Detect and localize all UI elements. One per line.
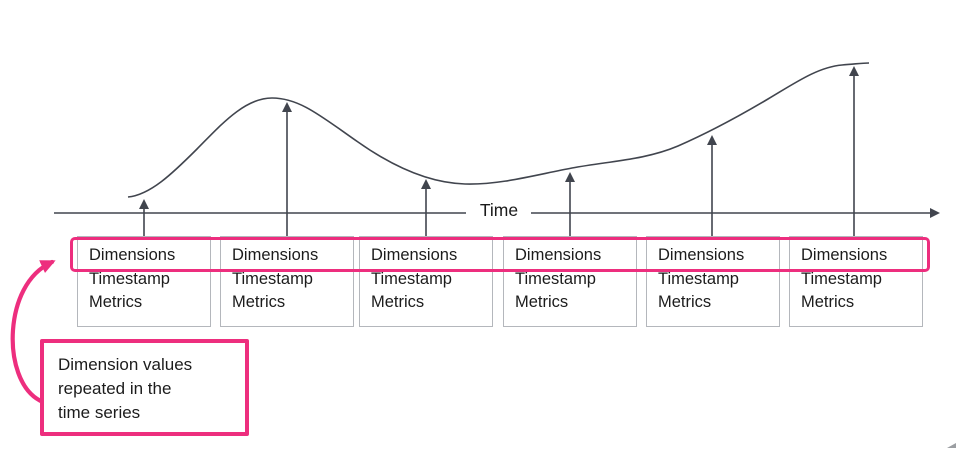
time-axis-label: Time [479, 200, 519, 220]
callout-line: Dimension values [58, 355, 193, 374]
record-field-metrics: Metrics [658, 293, 712, 311]
time-series-curve [127, 62, 870, 198]
record-field-dimensions: Dimensions [232, 246, 319, 264]
record-field-dimensions: Dimensions [658, 246, 745, 264]
record-field-dimensions: Dimensions [89, 246, 176, 264]
record-field-dimensions: Dimensions [515, 246, 602, 264]
record-card: Dimensions Timestamp Metrics [646, 236, 780, 327]
record-card: Dimensions Timestamp Metrics [220, 236, 354, 327]
callout-box: Dimension values repeated in the time se… [40, 339, 249, 436]
record-field-timestamp: Timestamp [658, 269, 739, 288]
record-card: Dimensions Timestamp Metrics [359, 236, 493, 327]
bottom-right-artifact [947, 443, 956, 448]
record-field-dimensions: Dimensions [371, 246, 458, 264]
record-field-timestamp: Timestamp [89, 269, 170, 288]
record-field-metrics: Metrics [232, 293, 286, 311]
record-field-metrics: Metrics [801, 293, 855, 311]
record-field-dimensions: Dimensions [801, 246, 888, 264]
record-field-timestamp: Timestamp [801, 269, 882, 288]
record-field-timestamp: Timestamp [515, 269, 596, 288]
record-field-metrics: Metrics [89, 293, 143, 311]
record-field-metrics: Metrics [515, 293, 569, 311]
record-field-metrics: Metrics [371, 293, 425, 311]
record-card: Dimensions Timestamp Metrics [789, 236, 923, 327]
record-field-timestamp: Timestamp [371, 269, 452, 288]
callout-curved-arrow [10, 259, 56, 405]
dimensions-row-highlight [70, 237, 930, 272]
callout-line: repeated in the [58, 379, 172, 398]
record-field-timestamp: Timestamp [232, 269, 313, 288]
callout-line: time series [58, 403, 141, 422]
record-card: Dimensions Timestamp Metrics [77, 236, 211, 327]
record-card: Dimensions Timestamp Metrics [503, 236, 637, 327]
